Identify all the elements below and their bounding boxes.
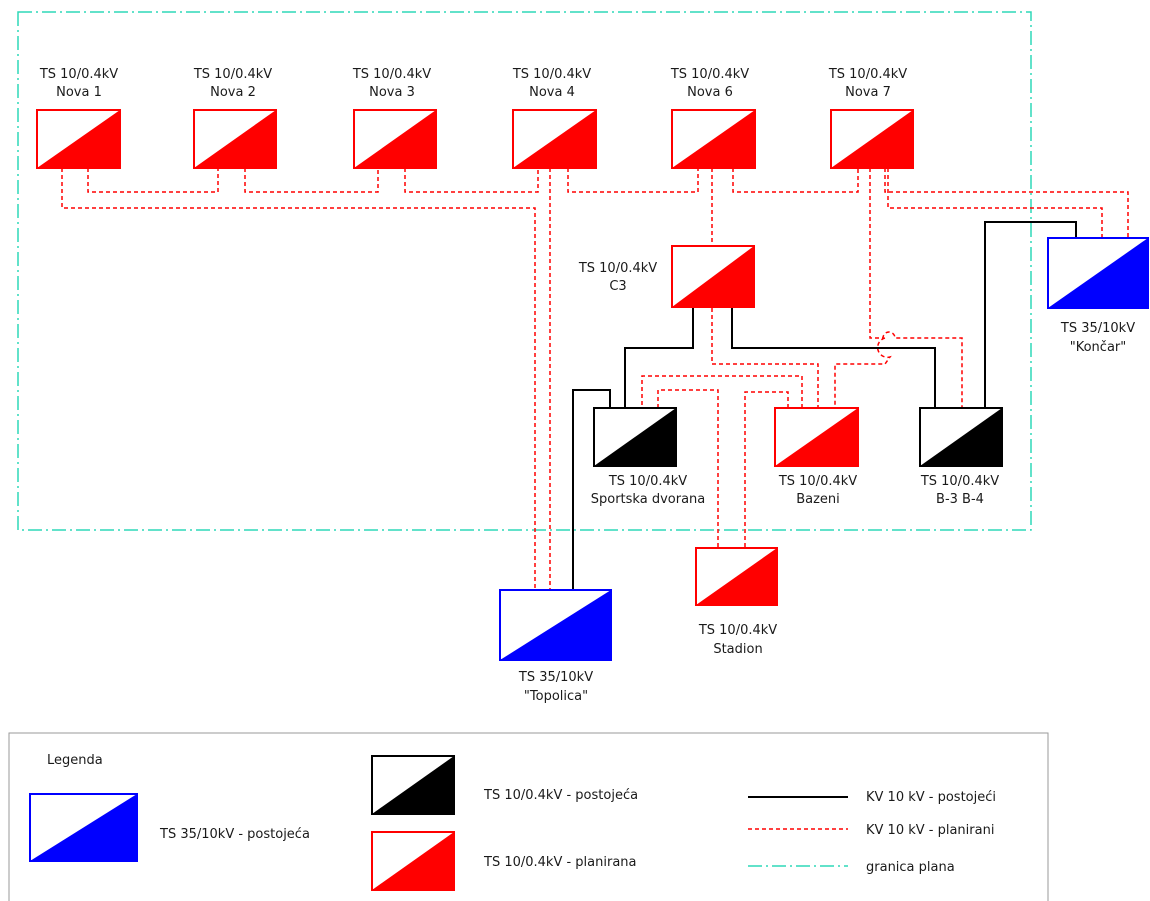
station-c3: TS 10/0.4kV C3 [578, 245, 755, 308]
station-c3-voltage: TS 10/0.4kV [578, 261, 657, 276]
station-b3-b4-voltage: TS 10/0.4kV [920, 474, 999, 489]
station-b3-b4: TS 10/0.4kV B-3 B-4 [919, 407, 1003, 507]
station-c3-name: C3 [609, 279, 626, 294]
station-nova-3: TS 10/0.4kV Nova 3 [352, 67, 437, 169]
legend-boundary-label: granica plana [866, 860, 955, 875]
station-sportska-dvorana: TS 10/0.4kV Sportska dvorana [591, 407, 706, 507]
station-nova-3-voltage: TS 10/0.4kV [352, 67, 431, 82]
station-bazeni-voltage: TS 10/0.4kV [778, 474, 857, 489]
station-nova-4-name: Nova 4 [529, 85, 575, 100]
station-nova-2-voltage: TS 10/0.4kV [193, 67, 272, 82]
station-bazeni: TS 10/0.4kV Bazeni [774, 407, 859, 507]
legend-line-planned-label: KV 10 kV - planirani [866, 823, 994, 838]
legend-line-existing-label: KV 10 kV - postojeći [866, 790, 996, 805]
station-nova-1: TS 10/0.4kV Nova 1 [36, 67, 121, 169]
station-koncar-name: "Končar" [1070, 340, 1127, 355]
station-topolica-name: "Topolica" [524, 689, 588, 704]
station-koncar-voltage: TS 35/10kV [1060, 321, 1135, 336]
station-nova-6-voltage: TS 10/0.4kV [670, 67, 749, 82]
station-nova-3-name: Nova 3 [369, 85, 415, 100]
legend: Legenda TS 35/10kV - postojeća TS 10/0.4… [8, 732, 1049, 901]
legend-frame [8, 732, 1049, 901]
legend-existing-label: TS 10/0.4kV - postojeća [483, 788, 638, 803]
station-sportska-voltage: TS 10/0.4kV [608, 474, 687, 489]
existing-cables [572, 221, 1077, 590]
legend-planned-label: TS 10/0.4kV - planirana [483, 855, 637, 870]
station-nova-7-voltage: TS 10/0.4kV [828, 67, 907, 82]
station-nova-6-name: Nova 6 [687, 85, 733, 100]
station-topolica-voltage: TS 35/10kV [518, 670, 593, 685]
plan-boundary [17, 11, 1032, 531]
station-nova-2: TS 10/0.4kV Nova 2 [193, 67, 277, 169]
station-stadion-name: Stadion [713, 642, 762, 657]
station-koncar: TS 35/10kV "Končar" [1047, 237, 1149, 355]
station-stadion: TS 10/0.4kV Stadion [695, 547, 778, 657]
station-b3-b4-name: B-3 B-4 [936, 492, 984, 507]
station-stadion-voltage: TS 10/0.4kV [698, 623, 777, 638]
station-nova-1-name: Nova 1 [56, 85, 102, 100]
station-nova-6: TS 10/0.4kV Nova 6 [670, 67, 756, 169]
station-nova-4-voltage: TS 10/0.4kV [512, 67, 591, 82]
station-nova-7-name: Nova 7 [845, 85, 891, 100]
station-nova-1-voltage: TS 10/0.4kV [39, 67, 118, 82]
legend-title: Legenda [47, 753, 103, 768]
station-nova-4: TS 10/0.4kV Nova 4 [512, 67, 597, 169]
station-bazeni-name: Bazeni [796, 492, 840, 507]
station-topolica: TS 35/10kV "Topolica" [499, 589, 612, 704]
station-sportska-name: Sportska dvorana [591, 492, 706, 507]
planned-cables [61, 168, 1129, 590]
legend-supply-label: TS 35/10kV - postojeća [159, 827, 310, 842]
station-nova-2-name: Nova 2 [210, 85, 256, 100]
station-nova-7: TS 10/0.4kV Nova 7 [828, 67, 914, 169]
